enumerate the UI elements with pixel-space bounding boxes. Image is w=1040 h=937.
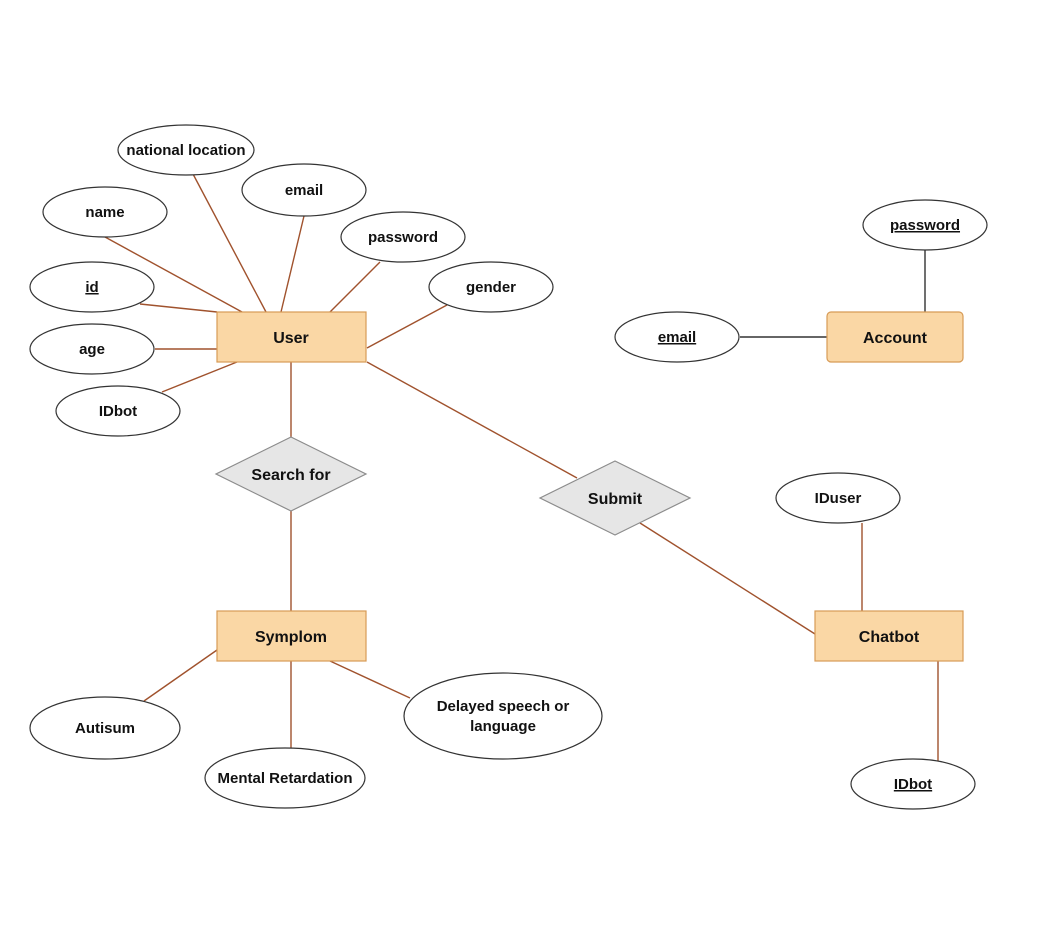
attribute-ellipse bbox=[614, 311, 740, 363]
entity-label: Account bbox=[863, 330, 928, 347]
line-symptom-delayed-speech bbox=[329, 660, 411, 699]
entity-label: Symplom bbox=[255, 629, 327, 646]
line-user-name bbox=[104, 236, 243, 313]
attribute-ellipse bbox=[340, 211, 466, 263]
line-user-gender bbox=[366, 304, 448, 349]
attribute-account-password: password bbox=[862, 199, 988, 251]
attribute-ellipse bbox=[850, 758, 976, 810]
attribute-age: age bbox=[29, 323, 155, 375]
connector-lines bbox=[104, 173, 939, 762]
entity-box bbox=[216, 610, 367, 662]
entity-box bbox=[826, 311, 964, 363]
line-user-password bbox=[329, 261, 381, 313]
relationship-diamond bbox=[214, 436, 368, 512]
attribute-iduser: IDuser bbox=[775, 472, 901, 524]
attribute-label-key: email bbox=[658, 329, 696, 346]
attribute-autism: Autisum bbox=[29, 696, 181, 760]
attribute-label: IDuser bbox=[815, 490, 862, 507]
line-symptom-autism bbox=[143, 649, 218, 702]
attribute-account-email: email bbox=[614, 311, 740, 363]
entities: User Account Symplom Chatbot bbox=[216, 311, 964, 662]
attribute-ellipse bbox=[775, 472, 901, 524]
entity-box bbox=[814, 610, 964, 662]
attribute-ellipse bbox=[117, 124, 255, 176]
attribute-ellipse bbox=[403, 672, 603, 760]
attribute-email: email bbox=[241, 163, 367, 217]
attribute-ellipse bbox=[29, 323, 155, 375]
attribute-ellipse bbox=[428, 261, 554, 313]
attribute-label: password bbox=[368, 229, 438, 246]
entity-account: Account bbox=[826, 311, 964, 363]
attribute-label: age bbox=[79, 341, 105, 358]
attribute-ellipse bbox=[862, 199, 988, 251]
line-user-id bbox=[139, 303, 218, 313]
line-user-submit bbox=[366, 361, 578, 479]
entity-label: Chatbot bbox=[859, 629, 920, 646]
attribute-label: Autisum bbox=[75, 720, 135, 737]
entity-symptom: Symplom bbox=[216, 610, 367, 662]
attribute-delayed-speech: Delayed speech or language bbox=[403, 672, 603, 760]
attribute-label-line2: language bbox=[470, 718, 536, 735]
attribute-label-line1: Delayed speech or bbox=[437, 698, 570, 715]
attribute-ellipse bbox=[42, 186, 168, 238]
attribute-name: name bbox=[42, 186, 168, 238]
relationship-search-for: Search for bbox=[214, 436, 368, 512]
entity-user: User bbox=[216, 311, 367, 363]
attribute-label: Mental Retardation bbox=[217, 770, 352, 787]
attributes: national location email name password id… bbox=[29, 124, 988, 810]
attribute-ellipse bbox=[29, 696, 181, 760]
entity-label: User bbox=[273, 330, 309, 347]
attribute-ellipse bbox=[204, 747, 366, 809]
attribute-label: email bbox=[285, 182, 323, 199]
entity-box bbox=[216, 311, 367, 363]
attribute-mental-retardation: Mental Retardation bbox=[204, 747, 366, 809]
attribute-gender: gender bbox=[428, 261, 554, 313]
attribute-ellipse bbox=[55, 385, 181, 437]
attribute-label: gender bbox=[466, 279, 516, 296]
entity-chatbot: Chatbot bbox=[814, 610, 964, 662]
attribute-id: id bbox=[29, 261, 155, 313]
relationships: Search for Submit bbox=[214, 436, 692, 536]
attribute-password: password bbox=[340, 211, 466, 263]
relationship-label: Search for bbox=[251, 467, 330, 484]
attribute-label: name bbox=[85, 204, 124, 221]
relationship-diamond bbox=[538, 460, 692, 536]
attribute-label-key: IDbot bbox=[894, 776, 932, 793]
attribute-label: national location bbox=[126, 142, 245, 159]
line-user-national-location bbox=[192, 173, 267, 313]
attribute-ellipse bbox=[29, 261, 155, 313]
attribute-chatbot-idbot: IDbot bbox=[850, 758, 976, 810]
line-submit-chatbot bbox=[639, 522, 816, 635]
attribute-ellipse bbox=[241, 163, 367, 217]
attribute-national-location: national location bbox=[117, 124, 255, 176]
attribute-label: IDbot bbox=[99, 403, 137, 420]
attribute-label-key: password bbox=[890, 217, 960, 234]
attribute-label-key: id bbox=[85, 279, 98, 296]
attribute-idbot: IDbot bbox=[55, 385, 181, 437]
line-user-email bbox=[280, 215, 305, 313]
line-user-idbot bbox=[161, 361, 238, 393]
relationship-submit: Submit bbox=[538, 460, 692, 536]
relationship-label: Submit bbox=[588, 491, 643, 508]
